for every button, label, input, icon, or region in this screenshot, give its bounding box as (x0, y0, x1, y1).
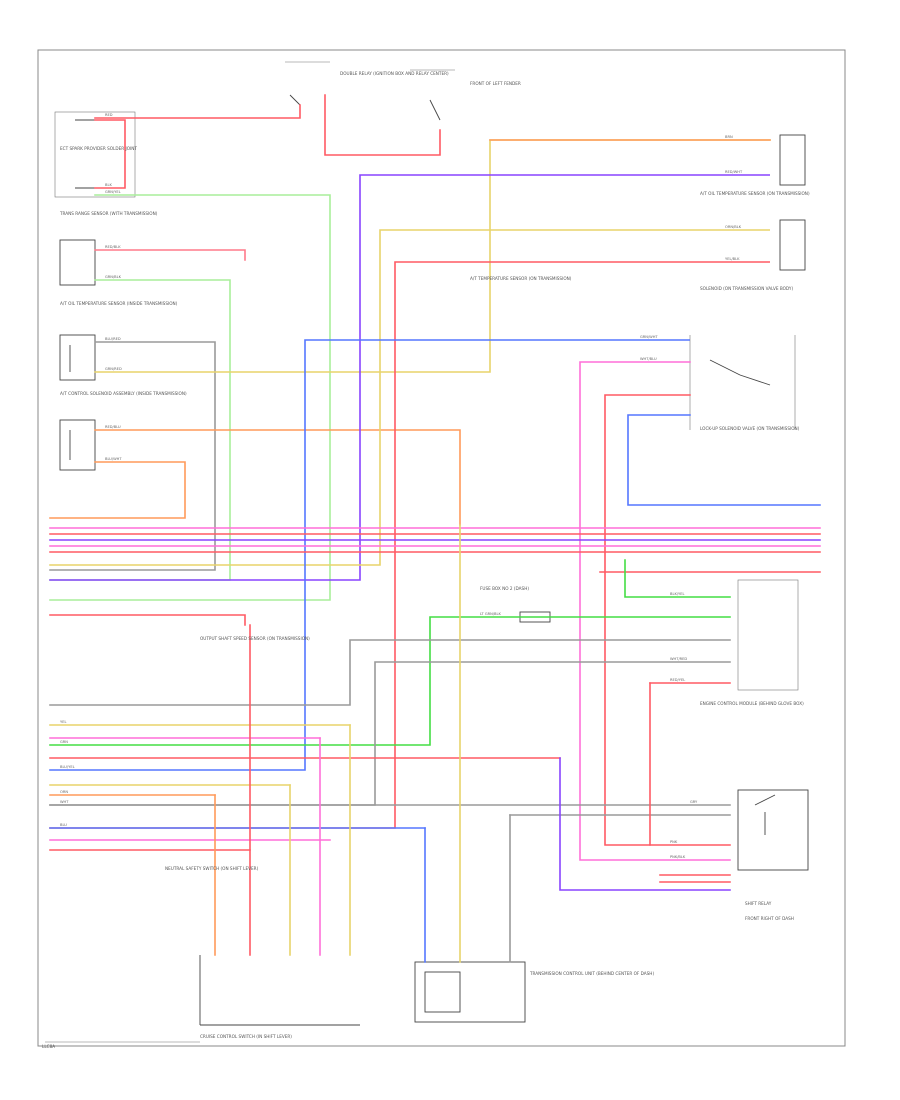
wire-label: GRN (60, 740, 68, 744)
wire-label: GRN/WHT (640, 335, 658, 339)
label-c14: CRUISE CONTROL SWITCH (IN SHIFT LEVER) (200, 1034, 292, 1039)
label-c16: TRANSMISSION CONTROL UNIT (BEHIND CENTER… (529, 971, 654, 976)
component-labels: ECT SPARK PROVIDER SOLDER JOINT TRANS RA… (59, 71, 810, 1039)
label-c11: ENGINE CONTROL MODULE (BEHIND GLOVE BOX) (700, 701, 804, 706)
wire-label: ORN/BLK (725, 225, 742, 229)
wire-label: BLU/RED (105, 337, 121, 341)
label-c4: FRONT OF LEFT FENDER (470, 81, 521, 86)
label-c9: A/T CONTROL SOLENOID ASSEMBLY (INSIDE TR… (60, 391, 187, 396)
component-outlines (45, 61, 809, 1043)
label-c15: NEUTRAL SAFETY SWITCH (ON SHIFT LEVER) (165, 866, 259, 871)
wire-label: ORN (60, 790, 68, 794)
label-c17: LOCK-UP SOLENOID VALVE (ON TRANSMISSION) (700, 426, 800, 431)
wire-label: BLK/YEL (670, 592, 685, 596)
wire-label: RED/YEL (670, 678, 685, 682)
label-c3: DOUBLE RELAY (IGNITION BOX AND RELAY CEN… (340, 71, 449, 76)
diagram-frame (37, 49, 846, 1047)
wire-label: GRN/BLK (105, 275, 122, 279)
wire-label: BLU/YEL (60, 765, 75, 769)
wire-label: RED/WHT (725, 170, 743, 174)
label-c1: ECT SPARK PROVIDER SOLDER JOINT (60, 146, 137, 151)
wire-label: BLU/WHT (105, 457, 122, 461)
wire-label: GRY (690, 800, 698, 804)
wire-label: BRN (725, 135, 733, 139)
wire-label: BLK (105, 183, 112, 187)
label-c7: SOLENOID (ON TRANSMISSION VALVE BODY) (700, 286, 793, 291)
label-c13: FRONT RIGHT OF DASH (745, 916, 794, 921)
label-c18: OUTPUT SHAFT SPEED SENSOR (ON TRANSMISSI… (200, 636, 310, 641)
footer-code: LLC8A (42, 1044, 55, 1049)
wire-label: WHT/BLU (640, 357, 657, 361)
wire-label: RED (105, 113, 113, 117)
wire-label: PNK/BLK (670, 855, 686, 859)
label-c5: A/T OIL TEMPERATURE SENSOR (ON TRANSMISS… (700, 191, 810, 196)
label-c6: A/T TEMPERATURE SENSOR (ON TRANSMISSION) (470, 276, 572, 281)
wire-label: RED/BLU (105, 425, 121, 429)
wire-label: RED/BLK (105, 245, 121, 249)
wire-label: BLU (60, 823, 67, 827)
label-c8: A/T OIL TEMPERATURE SENSOR (INSIDE TRANS… (60, 301, 178, 306)
label-c12: SHIFT RELAY (745, 901, 772, 906)
wire-labels: RED BLK GRN/YEL RED/BLK GRN/BLK BLU/RED … (60, 113, 743, 859)
wire-label: PNK (670, 840, 678, 844)
wire-label: WHT (60, 800, 69, 804)
wire-label: WHT/RED (670, 657, 687, 661)
wire-label: YEL (60, 720, 66, 724)
wire-label: LT GRN/BLK (480, 612, 501, 616)
label-c10: FUSE BOX NO 2 (DASH) (480, 586, 529, 591)
wire-label: YEL/BLK (725, 257, 740, 261)
wire-label: GRN/YEL (105, 190, 121, 194)
wires (49, 94, 821, 963)
label-c2: TRANS RANGE SENSOR (WITH TRANSMISSION) (59, 211, 158, 216)
wire-label: GRN/RED (105, 367, 122, 371)
